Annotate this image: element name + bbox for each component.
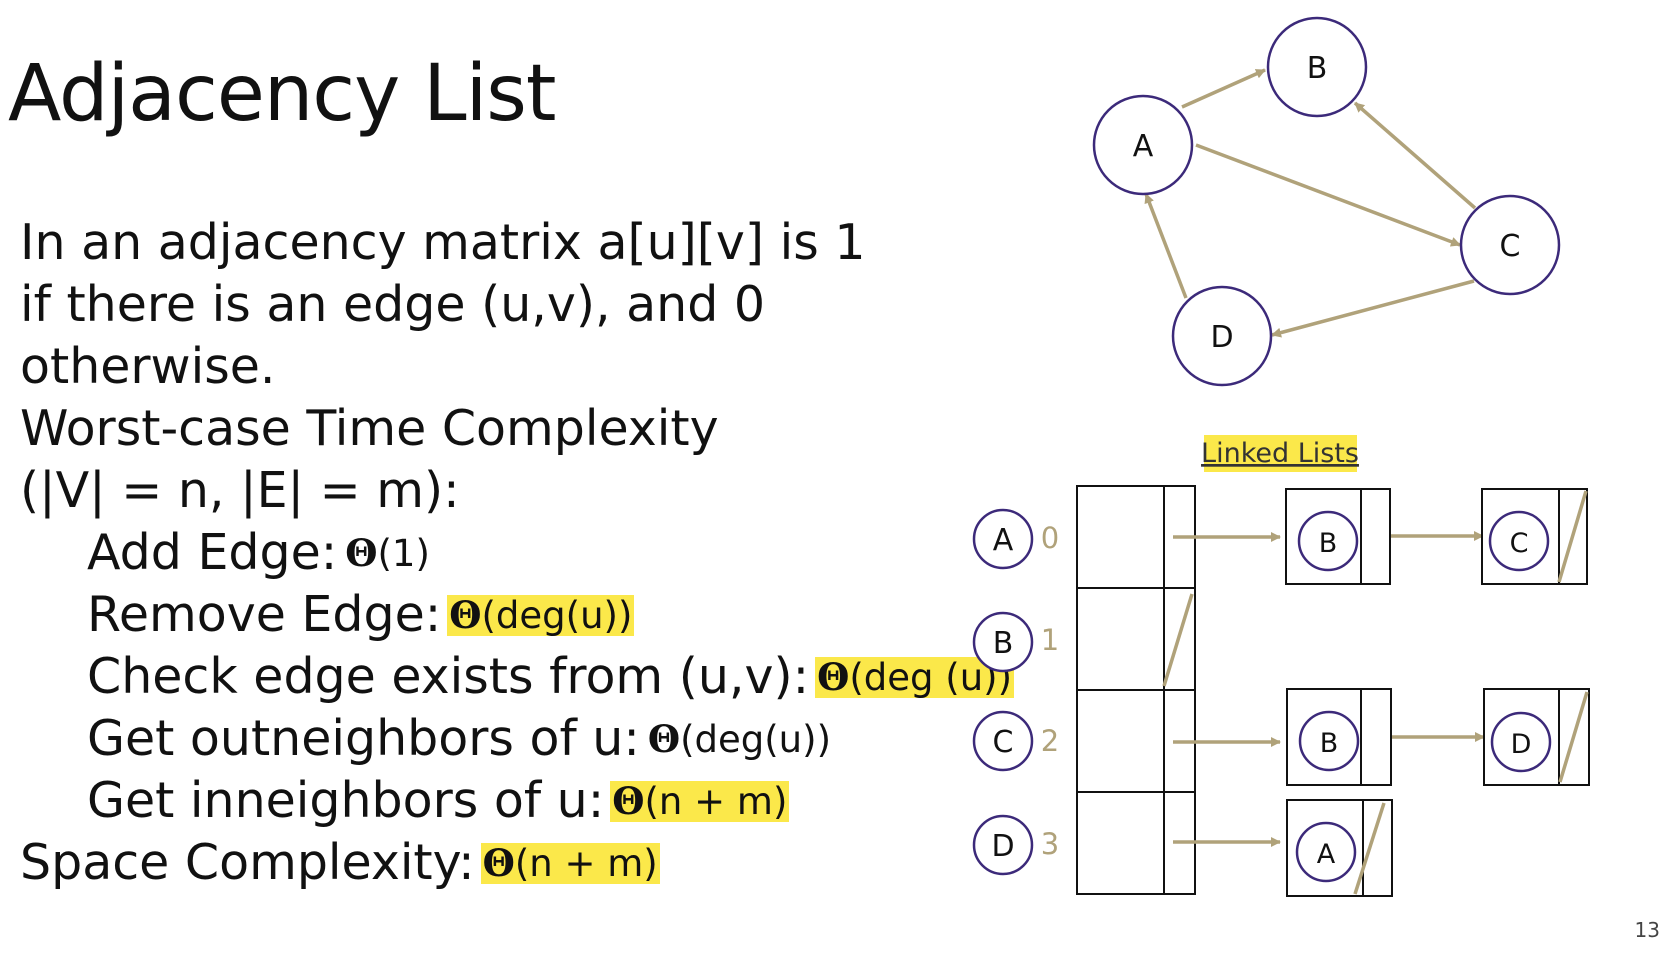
list-node-label: B [1319, 528, 1338, 559]
vertex-label: C [993, 725, 1014, 760]
op-inneighbors: Get inneighbors of u: Θ(n + m) [20, 770, 1014, 832]
node-label: C [1500, 229, 1521, 264]
list-node-a-2: C [1481, 488, 1588, 585]
op-complexity: Θ(deg (u)) [815, 654, 1015, 699]
body-line: if there is an edge (u,v), and 0 [20, 276, 766, 333]
op-outneighbors: Get outneighbors of u: Θ(deg(u)) [20, 708, 1014, 770]
op-add-edge: Add Edge: Θ(1) [20, 522, 1014, 584]
edge-a-b [1181, 68, 1266, 109]
space-complexity: Space Complexity: Θ(n + m) [20, 832, 1014, 894]
op-label: Check edge exists from (u,v): [87, 648, 810, 705]
index-label: 0 [1041, 521, 1059, 555]
null-slash [1353, 802, 1386, 895]
body-line: otherwise. [20, 338, 276, 395]
index-label: 2 [1041, 724, 1059, 758]
edge-a-c [1195, 143, 1461, 247]
null-slash-b [1162, 593, 1194, 687]
op-label: Remove Edge: [87, 586, 442, 643]
null-slash [1558, 691, 1589, 783]
list-node-a-1: B [1285, 488, 1391, 585]
op-complexity: Θ(deg(u)) [647, 716, 832, 761]
space-label: Space Complexity: [20, 834, 475, 891]
edge-d-a [1144, 193, 1188, 299]
index-label: 3 [1041, 827, 1059, 861]
op-complexity: Θ(1) [345, 530, 430, 575]
node-label: B [1307, 51, 1328, 86]
vertex-label: A [993, 523, 1014, 558]
linked-lists-caption: Linked Lists [1201, 438, 1359, 469]
row-vertex-a: A 0 [972, 508, 1059, 570]
vertex-label: D [991, 829, 1014, 864]
row-vertex-c: C 2 [972, 710, 1059, 772]
node-label: A [1133, 129, 1154, 164]
pointer-arrows [1173, 531, 1485, 847]
index-label: 1 [1041, 623, 1059, 657]
op-check-edge: Check edge exists from (u,v): Θ(deg (u)) [20, 646, 1015, 708]
row-vertex-b: B 1 [972, 611, 1059, 673]
list-node-c-1: B [1286, 688, 1392, 786]
graph-node-a: A [1092, 94, 1194, 196]
op-complexity: Θ(deg(u)) [447, 592, 635, 637]
vertex-label: B [993, 626, 1014, 661]
null-slash [1557, 490, 1588, 583]
node-label: D [1210, 320, 1233, 355]
space-value: Θ(n + m) [480, 840, 660, 885]
graph-node-b: B [1266, 16, 1368, 118]
op-label: Get inneighbors of u: [87, 772, 605, 829]
body-line: Worst-case Time Complexity [20, 400, 719, 457]
list-node-d-1: A [1286, 799, 1393, 897]
slide-title: Adjacency List [8, 49, 556, 139]
graph-node-c: C [1459, 194, 1561, 296]
slide-body: In an adjacency matrix a[u][v] is 1 if t… [20, 212, 1015, 894]
list-node-label: A [1317, 839, 1336, 870]
edge-c-d [1271, 279, 1475, 338]
page-number: 13 [1634, 918, 1660, 942]
list-node-label: B [1320, 728, 1339, 759]
graph-node-d: D [1171, 285, 1273, 387]
graph-edges [1144, 68, 1477, 338]
op-label: Add Edge: [87, 524, 338, 581]
body-line: (|V| = n, |E| = m): [20, 462, 460, 519]
op-label: Get outneighbors of u: [87, 710, 640, 767]
list-node-label: D [1511, 729, 1532, 760]
body-line: In an adjacency matrix a[u][v] is 1 [20, 214, 866, 271]
row-vertex-d: D 3 [972, 814, 1059, 876]
list-node-label: C [1510, 528, 1529, 559]
op-complexity: Θ(n + m) [610, 778, 790, 823]
op-remove-edge: Remove Edge: Θ(deg(u)) [20, 584, 1014, 646]
caption-highlight [1204, 435, 1357, 472]
list-node-c-2: D [1483, 688, 1590, 786]
edge-c-b [1353, 101, 1477, 210]
array-table [1076, 485, 1196, 895]
